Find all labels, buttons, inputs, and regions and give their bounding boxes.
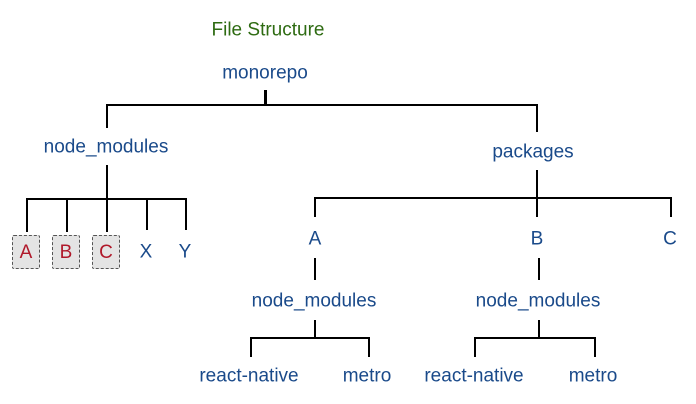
node-packages: packages <box>492 141 574 163</box>
connector-to-left-y <box>185 198 187 230</box>
node-hoisted-b: B <box>52 235 80 269</box>
connector-to-left-c <box>106 198 108 232</box>
connector-a-node-modules-bar <box>250 337 369 339</box>
connector-packages-bar <box>314 197 671 199</box>
connector-left-node-modules-stem <box>106 165 108 199</box>
node-y: Y <box>178 241 192 263</box>
connector-to-packages <box>536 104 538 132</box>
connector-package-b-to-node-modules <box>538 258 540 280</box>
connector-a-node-modules-stem <box>314 320 316 338</box>
node-a-react-native: react-native <box>199 365 299 387</box>
connector-to-left-x <box>146 198 148 230</box>
connector-to-left-a <box>26 198 28 232</box>
node-package-b: B <box>530 228 544 250</box>
node-a-node-modules: node_modules <box>251 290 377 312</box>
connector-packages-stem <box>536 170 538 198</box>
connector-b-node-modules-stem <box>538 320 540 338</box>
connector-package-a-to-node-modules <box>314 258 316 280</box>
connector-root-stem <box>264 90 267 106</box>
node-a-metro: metro <box>342 365 392 387</box>
connector-to-left-node-modules <box>106 104 108 128</box>
node-b-node-modules: node_modules <box>475 290 601 312</box>
connector-to-package-b <box>536 197 538 217</box>
node-hoisted-c: C <box>92 235 120 269</box>
connector-to-left-b <box>66 198 68 232</box>
node-hoisted-a: A <box>12 235 40 269</box>
diagram-title: File Structure <box>211 19 325 41</box>
connector-root-bar <box>106 104 537 106</box>
connector-to-b-metro <box>594 337 596 357</box>
node-b-metro: metro <box>568 365 618 387</box>
node-x: X <box>139 241 153 263</box>
node-root-node-modules: node_modules <box>43 136 169 158</box>
connector-to-a-metro <box>368 337 370 357</box>
node-monorepo: monorepo <box>222 62 308 84</box>
connector-b-node-modules-bar <box>474 337 595 339</box>
connector-to-package-a <box>314 197 316 217</box>
connector-to-a-react-native <box>250 337 252 357</box>
node-b-react-native: react-native <box>424 365 524 387</box>
connector-to-b-react-native <box>474 337 476 357</box>
connector-to-package-c <box>670 197 672 217</box>
node-package-a: A <box>308 228 322 250</box>
node-package-c: C <box>663 228 677 250</box>
